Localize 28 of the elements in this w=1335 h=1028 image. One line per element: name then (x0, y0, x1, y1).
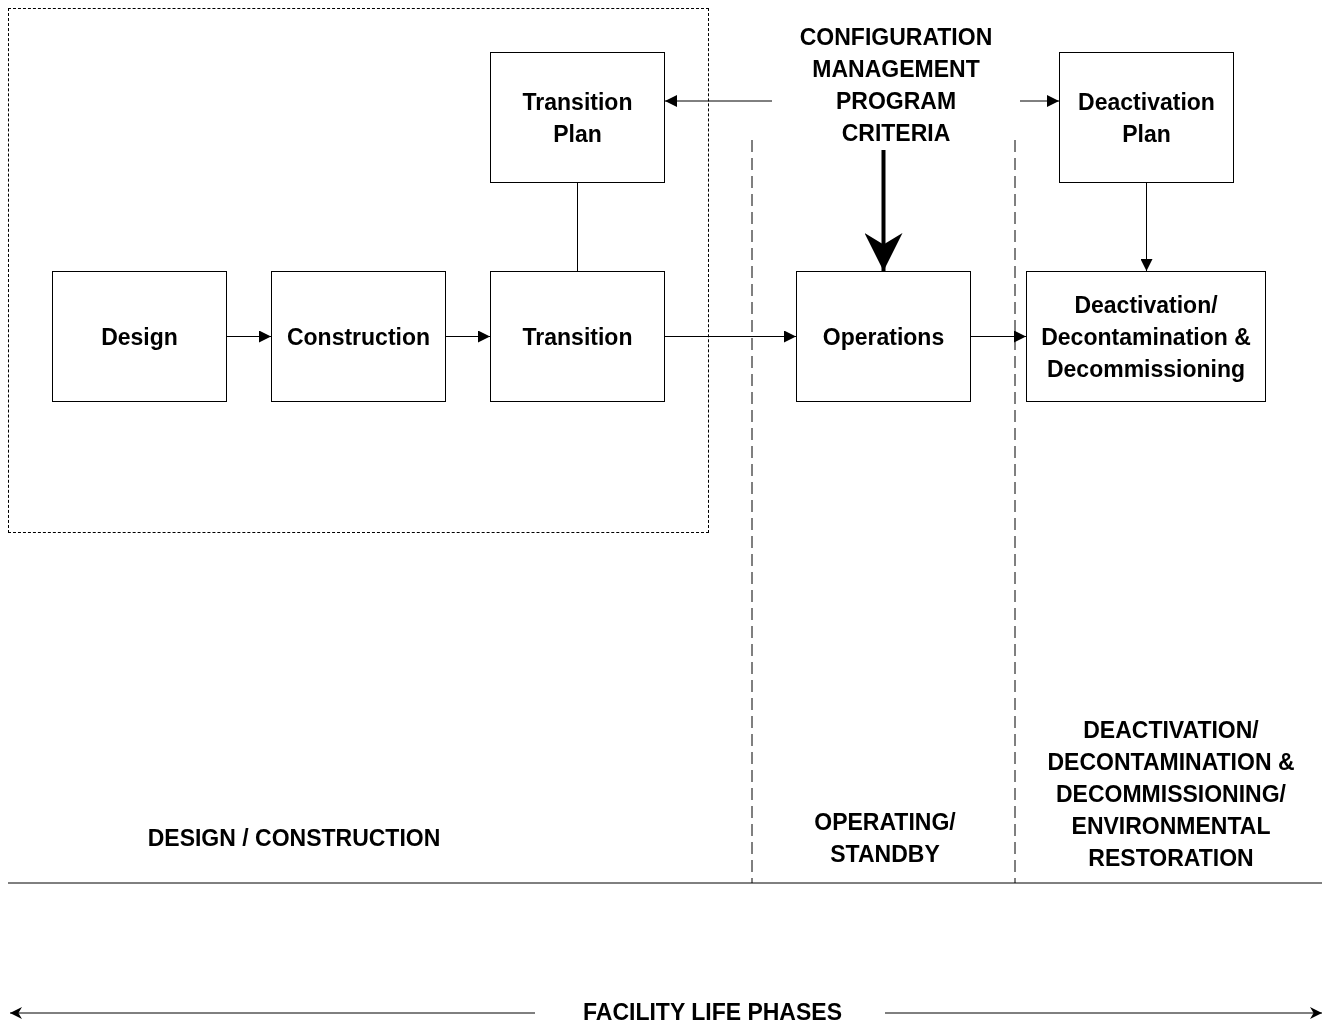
box-label: Transition (522, 322, 633, 352)
arrow (226, 330, 272, 343)
arrow (664, 330, 797, 343)
arrow (664, 95, 773, 107)
process-box (490, 271, 665, 402)
box-label: Transition Plan (521, 87, 634, 149)
dashed-group-box (8, 8, 709, 533)
box-label: Deactivation/ Decontamination & Decommissioning (1040, 290, 1252, 384)
arrow (970, 330, 1027, 343)
criteria-text: CONFIGURATION MANAGEMENT PROGRAM CRITERIA (781, 20, 1011, 150)
process-box (271, 271, 446, 402)
box-label: Construction (286, 322, 431, 352)
phase-label: OPERATING/ STANDBY (813, 808, 957, 869)
process-box (490, 52, 665, 183)
phase-label: DESIGN / CONSTRUCTION (146, 824, 442, 853)
phase-label: DEACTIVATION/ DECONTAMINATION & DECOMMISSIONING/ ENVIRONMENTAL RESTORATION (1046, 716, 1296, 873)
box-label: Deactivation Plan (1077, 87, 1216, 149)
connector-line (577, 182, 578, 272)
arrow (864, 150, 903, 271)
process-box (796, 271, 971, 402)
process-box (1059, 52, 1234, 183)
arrow (1140, 182, 1153, 272)
process-box (52, 271, 227, 402)
arrow (1019, 95, 1060, 107)
box-label: Operations (822, 322, 945, 352)
arrow (445, 330, 491, 343)
box-label: Design (101, 322, 178, 352)
process-box (1026, 271, 1266, 402)
